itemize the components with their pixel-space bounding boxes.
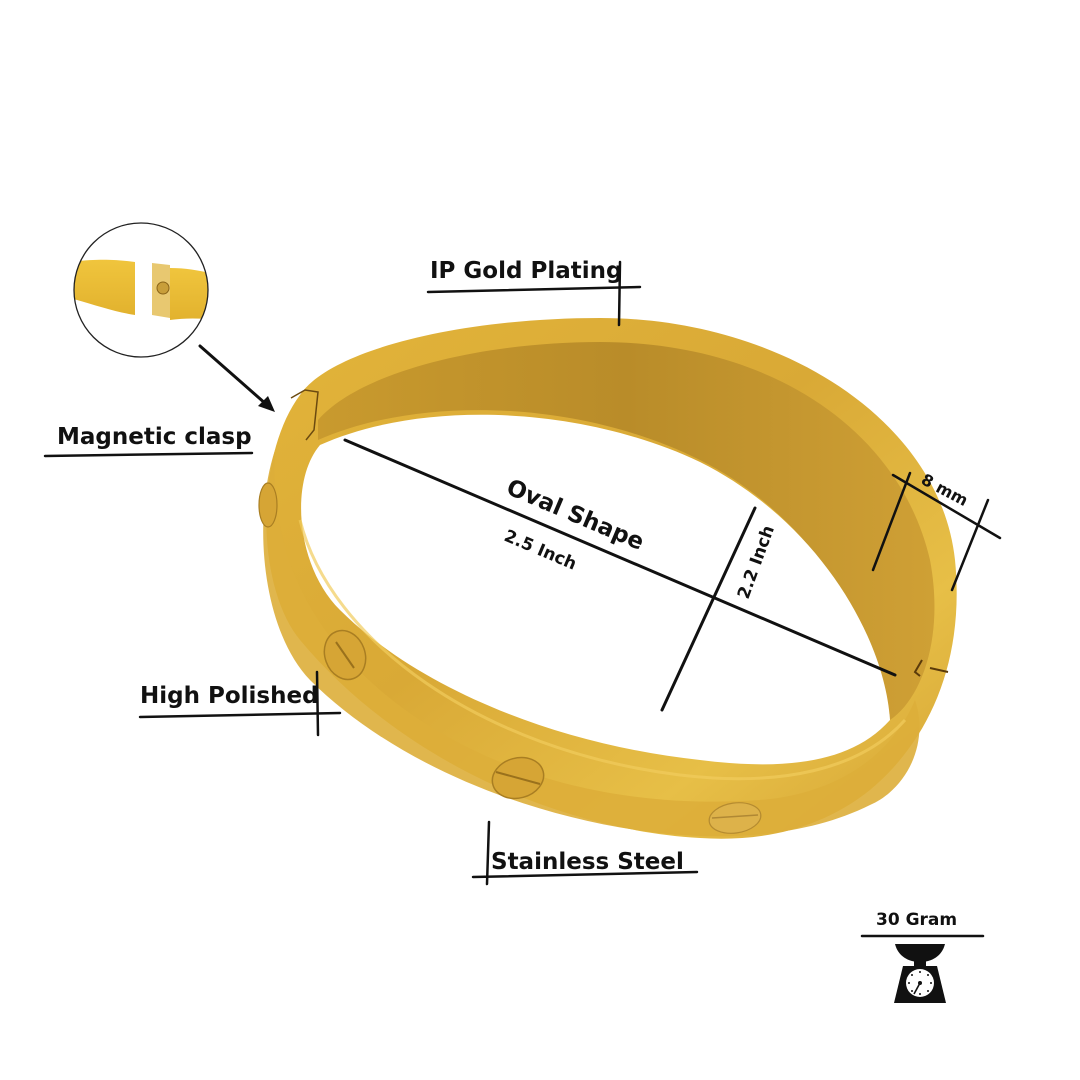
screw-motif xyxy=(491,756,545,800)
label-weight: 30 Gram xyxy=(876,910,957,930)
screw-motif xyxy=(323,629,367,681)
scale-icon xyxy=(894,944,946,1003)
callout-clasp: Magnetic clasp xyxy=(43,424,254,458)
arrow-icon xyxy=(258,396,275,412)
label-plating: IP Gold Plating xyxy=(430,258,622,284)
callout-finish: High Polished xyxy=(138,670,342,737)
label-material: Stainless Steel xyxy=(491,849,684,875)
label-finish: High Polished xyxy=(140,683,319,709)
callout-plating: IP Gold Plating xyxy=(426,258,642,327)
label-clasp: Magnetic clasp xyxy=(57,424,252,450)
clasp-hinge-left xyxy=(290,389,319,441)
bangle xyxy=(258,318,957,839)
bangle-opening xyxy=(301,414,890,765)
bangle-front-band xyxy=(263,450,920,837)
callout-weight: 30 Gram xyxy=(860,910,985,1003)
bangle-inner-wall xyxy=(318,342,935,720)
screw-motif xyxy=(258,482,278,528)
clasp-hinge-right xyxy=(913,659,949,677)
callout-material: Stainless Steel xyxy=(471,820,699,886)
screw-motif xyxy=(708,802,762,834)
clasp-inset xyxy=(73,222,275,412)
